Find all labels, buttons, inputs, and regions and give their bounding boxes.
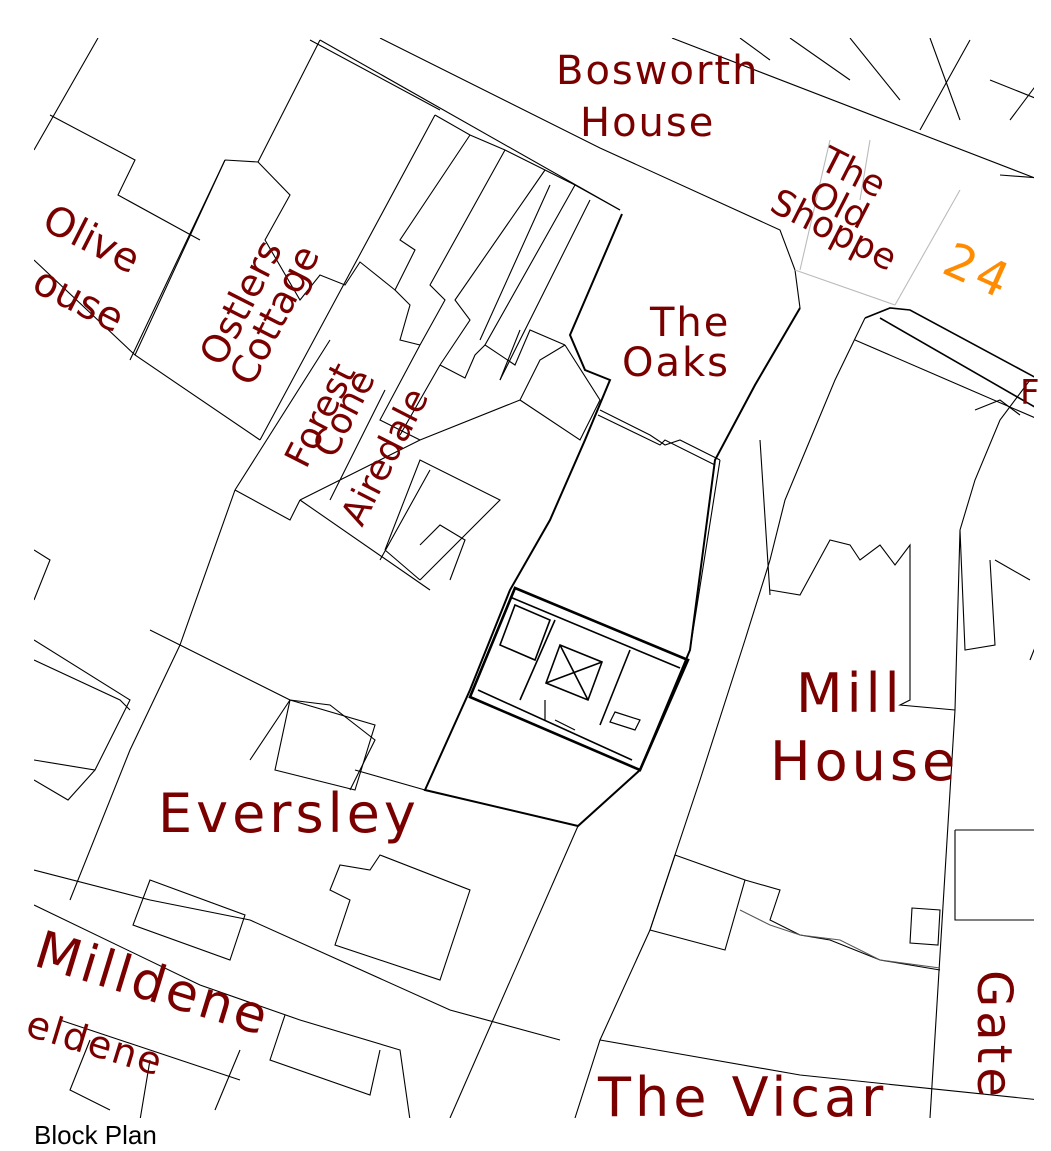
plot-airedale <box>234 339 521 581</box>
plot-vicarage <box>599 1039 1034 1100</box>
road-edge <box>319 39 621 211</box>
plot-mill-house-lower <box>649 854 941 971</box>
plot-eversley <box>149 629 426 791</box>
plot-the-oaks-inner <box>597 414 716 466</box>
road-edge <box>671 38 1034 179</box>
label-bosworth-house: House <box>580 100 715 146</box>
proposed-building <box>468 586 690 772</box>
plan-caption: Block Plan <box>34 1120 157 1150</box>
label-bosworth: Bosworth <box>556 48 759 94</box>
label-gate: Gate <box>966 970 1022 1101</box>
plot-mill-house <box>929 379 1031 1118</box>
building-small <box>909 907 941 946</box>
plot-the-oaks <box>423 213 801 828</box>
road-edge <box>739 38 1034 121</box>
plot-mill-house <box>769 539 956 711</box>
plot-milldene <box>59 1019 241 1118</box>
label-mill: Mill <box>796 662 904 725</box>
building-eversley-2 <box>329 854 471 981</box>
label-oaks: Oaks <box>622 340 730 386</box>
label-the-oaks: The <box>649 300 730 346</box>
plot-olive-house <box>34 38 261 441</box>
label-the-vicarage: The Vicar <box>597 1066 887 1129</box>
building-eversley-1 <box>132 879 246 961</box>
plot-ostlers-cottage <box>129 39 441 441</box>
label-eldene: eldene <box>21 1002 169 1085</box>
stream <box>739 909 941 969</box>
road-edge <box>879 317 1034 408</box>
plot-left-middle <box>34 549 561 1041</box>
faint-boundary <box>794 139 961 306</box>
road-edge <box>574 317 866 1118</box>
road-edge <box>999 174 1034 179</box>
plot-airedale <box>379 184 591 441</box>
road-edge <box>919 39 1034 131</box>
plot-eversley-outbuilding <box>274 699 376 791</box>
label-partial-right: F <box>1020 373 1040 413</box>
road-edge <box>379 38 801 309</box>
label-eversley: Eversley <box>158 782 420 845</box>
plot-milldene <box>34 904 411 1118</box>
road-edge <box>864 307 1034 378</box>
label-mill-house: House <box>770 730 959 793</box>
plot-airedale <box>499 329 721 461</box>
plot-forest-cone <box>394 114 621 366</box>
road-edge <box>449 825 579 1118</box>
plot-gate <box>954 648 1034 921</box>
plot-road <box>689 439 771 651</box>
road-edge <box>854 339 1034 419</box>
label-number-24: 24 <box>935 232 1021 311</box>
